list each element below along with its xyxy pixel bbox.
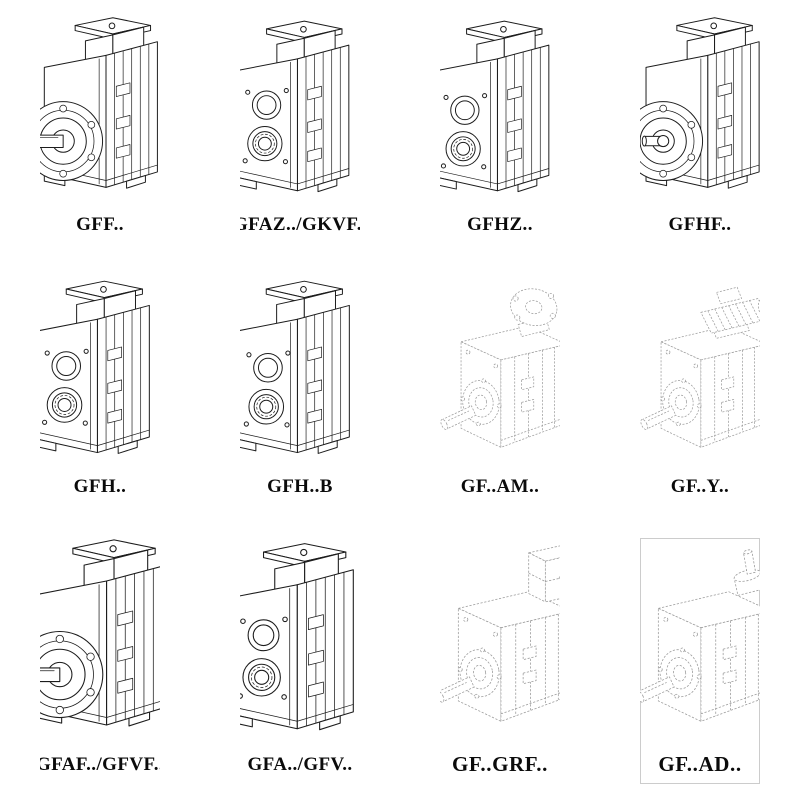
catalog-item-gf-am: GF..AM.. <box>440 276 560 506</box>
catalog-item-gf-y: GF..Y.. <box>640 276 760 506</box>
gearbox-drawing-twin-bore <box>40 280 150 454</box>
housing-outline <box>440 325 560 448</box>
catalog-item-gf-grf: GF..GRF.. <box>440 538 560 784</box>
gearbox-drawing-flange-short <box>640 17 760 189</box>
gearbox-drawing-adapter-flange <box>440 284 560 448</box>
input-adapter-housing <box>528 544 560 603</box>
gearbox-drawing-adapter-box <box>440 544 560 722</box>
model-label: GF..AM.. <box>460 476 540 498</box>
gearbox-drawing-twin-bore <box>240 280 350 454</box>
free-input-shaft <box>732 548 760 596</box>
model-label: GFH..B <box>267 476 333 498</box>
catalog-item-gf-ad: GF..AD.. <box>640 538 760 784</box>
model-label: GFH.. <box>73 476 127 498</box>
model-label: GFHF.. <box>668 214 732 236</box>
catalog-item-gfh-b: GFH..B <box>240 276 360 506</box>
model-label: GFAF../GFVF.. <box>40 754 160 776</box>
gearbox-drawing-twin-bore <box>240 543 354 731</box>
catalog-item-gfh: GFH.. <box>40 276 160 506</box>
model-label: GF..Y.. <box>670 476 730 498</box>
model-label: GFF.. <box>76 214 124 236</box>
housing-outline <box>640 591 760 722</box>
motor-adapter-flange <box>506 284 560 338</box>
catalog-item-gfhz: GFHZ.. <box>440 16 560 244</box>
gearbox-drawing-flange-shaft <box>40 17 158 189</box>
catalog-item-gfa-gfv: GFA../GFV.. <box>240 538 360 784</box>
gearbox-drawing-with-motor <box>640 286 760 448</box>
housing-outline <box>640 325 760 448</box>
gearbox-drawing-twin-bore <box>440 20 550 193</box>
model-label: GFHZ.. <box>467 214 533 236</box>
catalog-item-gfaz-gkvf: GFAZ../GKVF.. <box>240 16 360 244</box>
model-label: GF..AD.. <box>658 751 742 776</box>
gearbox-drawing-twin-bore <box>240 20 350 193</box>
housing-outline <box>440 591 560 722</box>
electric-motor <box>700 286 760 339</box>
model-label: GFA../GFV.. <box>247 754 353 776</box>
catalog-item-gff: GFF.. <box>40 16 160 244</box>
model-label: GF..GRF.. <box>451 751 549 776</box>
catalog-item-gfaf-gfvf: GFAF../GFVF.. <box>40 538 160 784</box>
gearbox-drawing-flange-shaft <box>40 539 160 727</box>
gearbox-drawing-input-shaft <box>640 548 760 722</box>
model-label: GFAZ../GKVF.. <box>240 214 360 236</box>
catalog-item-gfhf: GFHF.. <box>640 16 760 244</box>
